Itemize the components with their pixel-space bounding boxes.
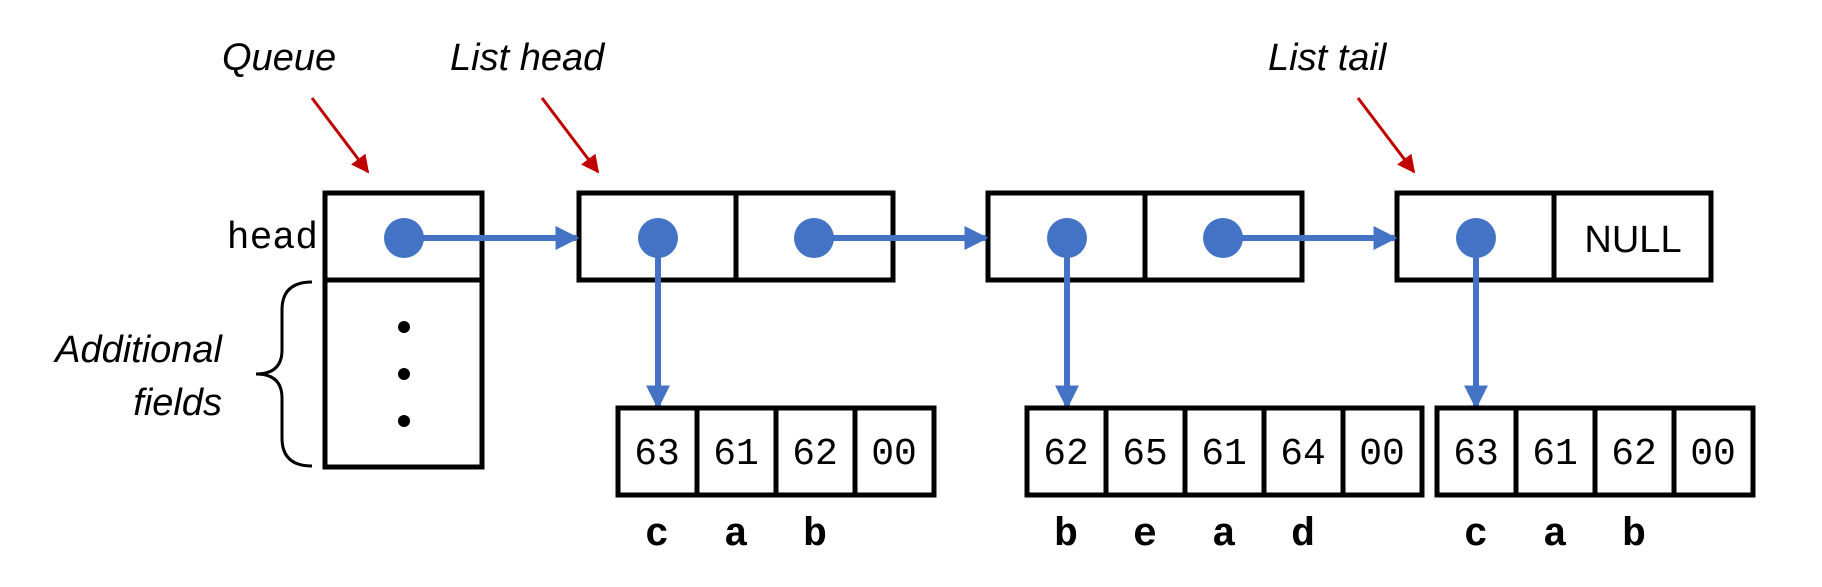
- list-head-annotation-arrow: [540, 97, 600, 174]
- byte-value: 00: [871, 433, 917, 476]
- additional-fields-label-line1: Additional: [53, 329, 223, 371]
- queue-additional-fields-cell: [322, 277, 485, 470]
- string-3-bytes: 63 61 62 00: [1434, 405, 1756, 498]
- queue-label: Queue: [222, 37, 336, 79]
- list-element-3-next-cell: [1551, 190, 1714, 283]
- pointer-dot: [1456, 218, 1496, 258]
- list-tail-annotation-arrow: [1356, 97, 1416, 174]
- char-label: e: [1133, 513, 1157, 558]
- char-label: c: [645, 513, 669, 558]
- byte-value: 61: [1532, 433, 1578, 476]
- byte-value: 61: [1201, 433, 1247, 476]
- byte-value: 00: [1359, 433, 1405, 476]
- pointer-dot: [638, 218, 678, 258]
- ellipsis-dot: [398, 321, 410, 333]
- char-label: a: [1543, 513, 1567, 558]
- byte-value: 62: [792, 433, 838, 476]
- byte-value: 65: [1122, 433, 1168, 476]
- byte-value: 63: [1453, 433, 1499, 476]
- pointer-dot: [384, 218, 424, 258]
- head-field-label: head: [227, 217, 318, 260]
- char-label: d: [1291, 513, 1315, 558]
- string-2-bytes: 62 65 61 64 00: [1024, 405, 1425, 498]
- pointer-dot: [1203, 218, 1243, 258]
- null-pointer-label: NULL: [1584, 219, 1681, 261]
- queue-annotation-arrow: [310, 97, 370, 174]
- byte-value: 64: [1280, 433, 1326, 476]
- curly-brace: [255, 280, 313, 468]
- byte-cell: [852, 405, 937, 498]
- char-label: b: [1622, 513, 1646, 558]
- pointer-dot: [1047, 218, 1087, 258]
- char-label: a: [724, 513, 748, 558]
- char-label: c: [1464, 513, 1488, 558]
- byte-value: 63: [634, 433, 680, 476]
- pointer-dot: [794, 218, 834, 258]
- ellipsis-dot: [398, 415, 410, 427]
- char-label: b: [1054, 513, 1078, 558]
- ellipsis-dot: [398, 368, 410, 380]
- byte-value: 61: [713, 433, 759, 476]
- char-label: b: [803, 513, 827, 558]
- list-head-label: List head: [450, 37, 606, 79]
- list-tail-label: List tail: [1268, 37, 1388, 79]
- byte-value: 62: [1611, 433, 1657, 476]
- additional-fields-label-line2: fields: [133, 382, 222, 424]
- byte-cell: [1340, 405, 1425, 498]
- char-label: a: [1212, 513, 1236, 558]
- byte-value: 62: [1043, 433, 1089, 476]
- byte-cell: [1671, 405, 1756, 498]
- byte-value: 00: [1690, 433, 1736, 476]
- string-1-bytes: 63 61 62 00: [615, 405, 937, 498]
